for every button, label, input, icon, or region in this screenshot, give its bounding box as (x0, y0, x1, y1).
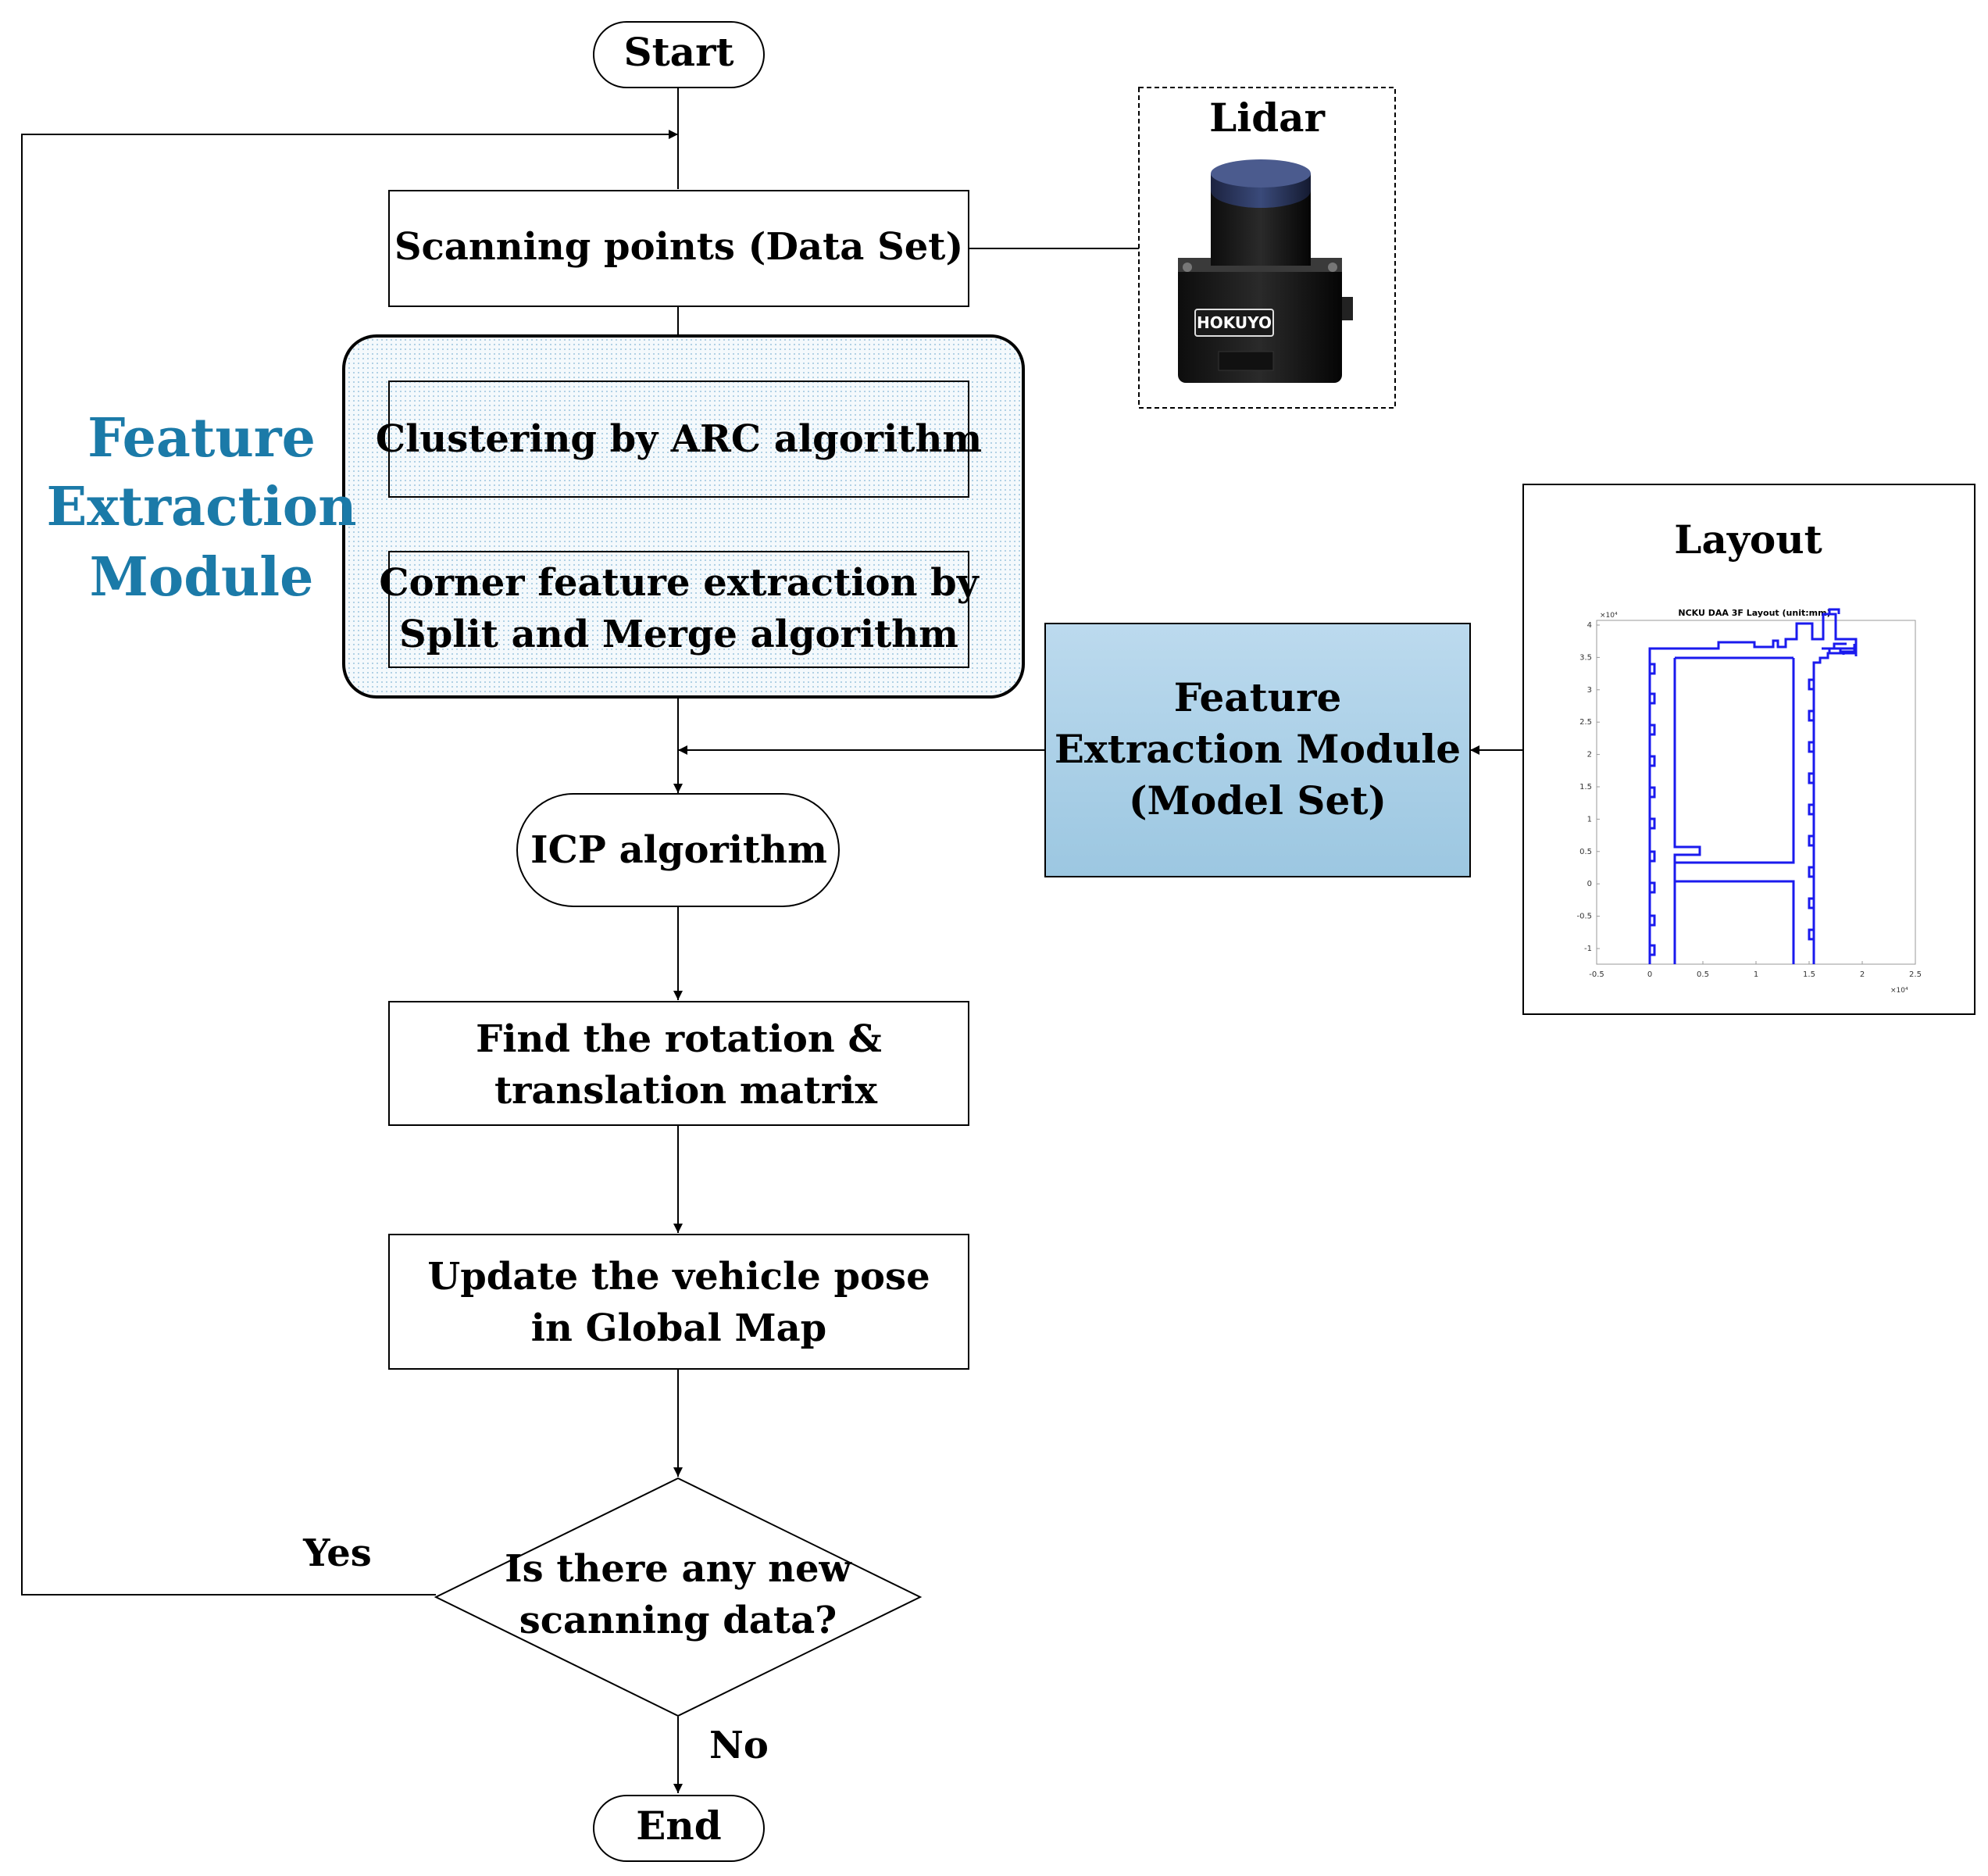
feature-extraction-module-group: Clustering by ARC algorithm Corner featu… (342, 334, 1025, 699)
decision-label-line2: scanning data? (519, 1599, 837, 1642)
layout-y-tick: 2.5 (1579, 718, 1592, 727)
corner-node (388, 551, 969, 668)
layout-y-tick: 3.5 (1579, 653, 1592, 662)
layout-title: Layout (1674, 516, 1822, 563)
find-label-line2: translation matrix (494, 1069, 877, 1113)
module-label-line2: Extraction (46, 476, 356, 538)
layout-x-tick: 2.5 (1909, 970, 1922, 979)
icp-node: ICP algorithm (516, 793, 840, 907)
end-node: End (593, 1795, 765, 1862)
icp-label: ICP algorithm (530, 828, 827, 872)
layout-y-tick: 1 (1587, 815, 1592, 824)
layout-y-tick: 2 (1587, 751, 1592, 759)
lidar-panel: Lidar HOKUYO (1138, 87, 1396, 409)
layout-y-tick: 0 (1587, 880, 1592, 888)
clustering-node (388, 381, 969, 498)
module-label-line1: Feature (87, 407, 316, 470)
start-node: Start (593, 21, 765, 88)
model-set-node: Feature Extraction Module (Model Set) (1044, 623, 1471, 877)
update-label-line2: in Global Map (531, 1306, 827, 1350)
corner-label-line1: Corner feature extraction by (379, 561, 980, 605)
layout-x-exponent: ×10⁴ (1890, 987, 1908, 995)
decision-label-line1: Is there any new (505, 1547, 852, 1591)
layout-x-tick: 2 (1860, 970, 1865, 979)
find-matrix-node: Find the rotation & translation matrix (388, 1001, 969, 1126)
edge-yes-loop (21, 130, 678, 1595)
scanning-node: Scanning points (Data Set) (388, 190, 969, 307)
module-label-line3: Module (90, 546, 314, 609)
module-side-label: Feature Extraction Module (46, 407, 356, 609)
layout-y-tick: 0.5 (1579, 848, 1592, 856)
decision-node: Is there any new scanning data? (434, 1477, 923, 1717)
layout-y-exponent: ×10⁴ (1600, 612, 1618, 620)
start-label: Start (623, 29, 733, 75)
yes-label: Yes (302, 1531, 372, 1575)
lidar-title: Lidar (1209, 95, 1326, 141)
model-set-line3: (Model Set) (1129, 777, 1387, 824)
model-set-line1: Feature (1174, 674, 1342, 720)
model-set-line2: Extraction Module (1055, 726, 1461, 772)
find-label-line1: Find the rotation & (476, 1017, 882, 1061)
update-label-line1: Update the vehicle pose (427, 1255, 930, 1299)
lidar-brand: HOKUYO (1197, 313, 1272, 332)
clustering-label: Clustering by ARC algorithm (376, 417, 982, 461)
layout-y-tick: -1 (1584, 945, 1592, 953)
layout-y-tick: 3 (1587, 686, 1592, 695)
layout-y-tick: -0.5 (1576, 913, 1592, 921)
end-label: End (636, 1803, 721, 1849)
update-pose-node: Update the vehicle pose in Global Map (388, 1234, 969, 1370)
layout-x-tick: 1 (1754, 970, 1758, 979)
floorplan-outline (1648, 608, 1858, 964)
layout-x-ticks: -0.5 0 0.5 1 1.5 2 2.5 (1589, 961, 1922, 979)
connectors (21, 88, 1523, 1793)
layout-x-tick: 1.5 (1803, 970, 1815, 979)
layout-x-tick: -0.5 (1589, 970, 1604, 979)
layout-y-ticks: 4 3.5 3 2.5 2 1.5 1 0.5 0 -0.5 -1 (1576, 621, 1600, 953)
no-label: No (709, 1724, 769, 1767)
scanning-label: Scanning points (Data Set) (394, 225, 963, 269)
corner-label-line2: Split and Merge algorithm (399, 613, 958, 656)
layout-x-tick: 0 (1647, 970, 1652, 979)
lidar-sensor-image: HOKUYO (1178, 159, 1353, 383)
layout-y-tick: 1.5 (1579, 783, 1592, 791)
layout-panel: Layout NCKU DAA 3F Layout (unit:mm) ×10⁴… (1522, 484, 1976, 1015)
layout-plot-title: NCKU DAA 3F Layout (unit:mm) (1678, 608, 1830, 618)
layout-y-tick: 4 (1587, 621, 1592, 630)
layout-plot: NCKU DAA 3F Layout (unit:mm) ×10⁴ ×10⁴ 4… (1576, 608, 1921, 995)
layout-x-tick: 0.5 (1697, 970, 1709, 979)
